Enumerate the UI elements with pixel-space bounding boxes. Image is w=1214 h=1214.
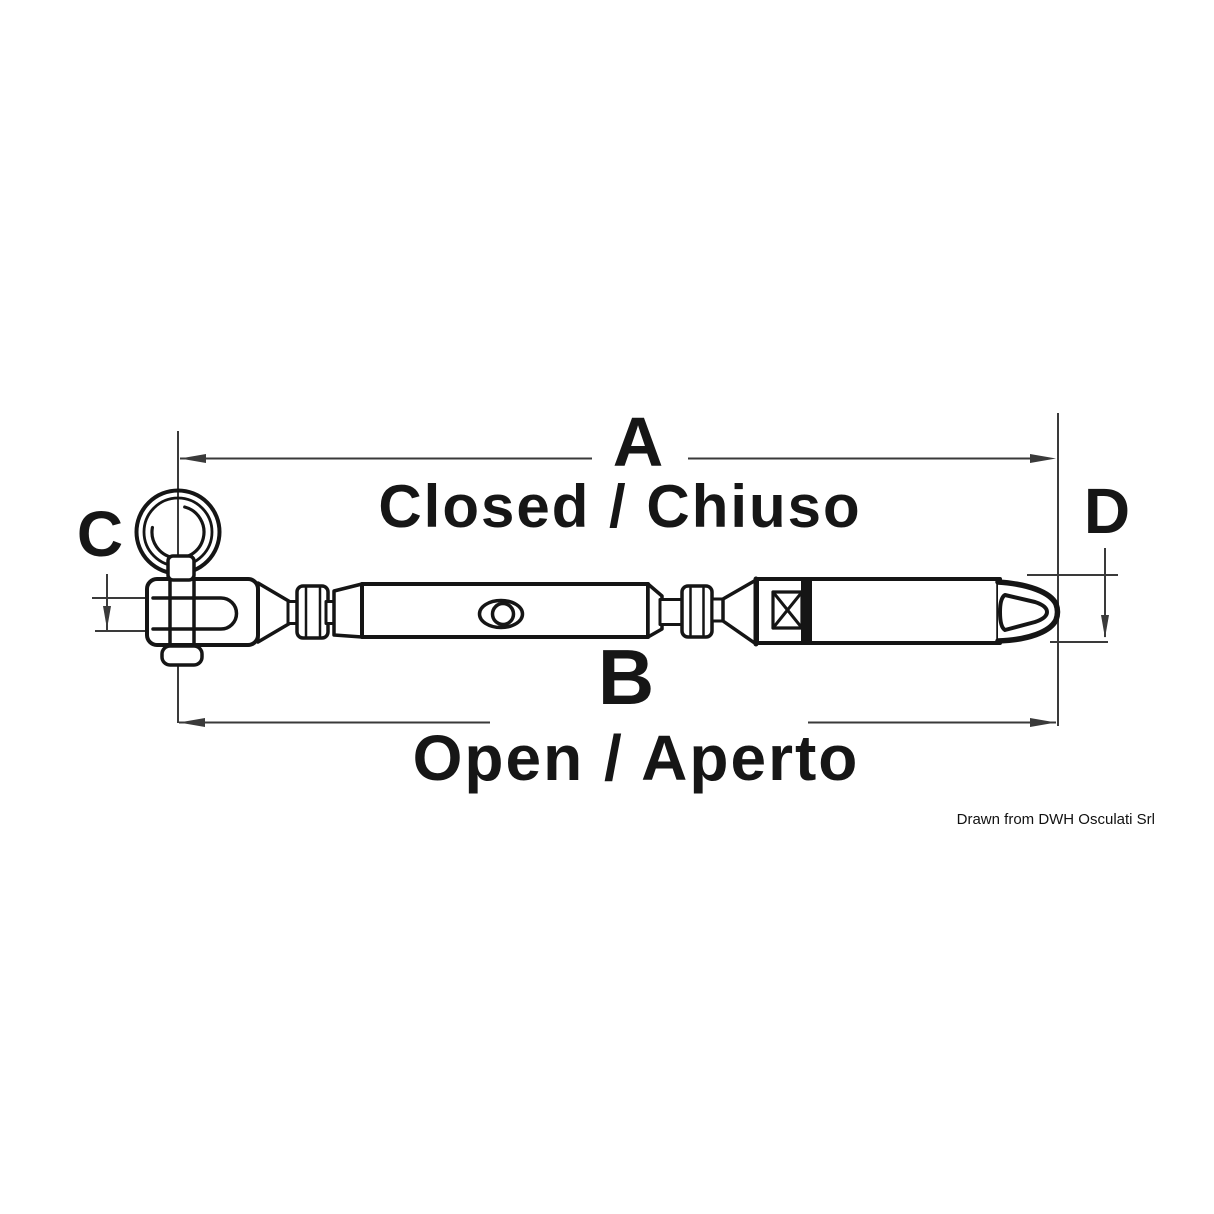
- dimension-arrowheads: [103, 454, 1109, 727]
- jaw-slot: [151, 596, 239, 631]
- lock-nut-right: [658, 584, 725, 639]
- arrow-c-down: [103, 606, 111, 629]
- swage-terminal: [721, 576, 1061, 647]
- swage-crimp-x: [771, 590, 804, 630]
- dim-a-label: A: [612, 403, 664, 481]
- clevis-pin-head: [166, 554, 196, 582]
- stud-tip-inner: [998, 593, 1049, 632]
- body-hole-inner: [490, 601, 516, 627]
- clevis-pin-shaft: [168, 578, 196, 647]
- open-length-label: Open / Aperto: [412, 722, 860, 794]
- dim-d-label: D: [1083, 475, 1131, 547]
- swage-cone: [721, 578, 758, 646]
- arrow-b-right: [1030, 718, 1056, 727]
- fork-body: [145, 577, 260, 647]
- closed-length-label: Closed / Chiuso: [378, 473, 862, 540]
- fork-jaw: [145, 554, 294, 667]
- turnbuckle-body: [332, 582, 664, 639]
- lock-nut-left: [286, 584, 338, 640]
- dim-b-label: B: [597, 633, 655, 721]
- dimension-lines: [92, 413, 1118, 726]
- arrow-d-down: [1101, 615, 1109, 638]
- clevis-pin-bottom: [160, 644, 204, 667]
- arrow-a-right: [1030, 454, 1056, 463]
- swage-band: [801, 580, 812, 642]
- arrow-a-left: [180, 454, 206, 463]
- dim-c-label: C: [76, 498, 124, 570]
- arrow-b-left: [179, 718, 205, 727]
- credit-text: Drawn from DWH Osculati Srl: [956, 811, 1155, 828]
- turnbuckle-drawing: [134, 488, 1061, 667]
